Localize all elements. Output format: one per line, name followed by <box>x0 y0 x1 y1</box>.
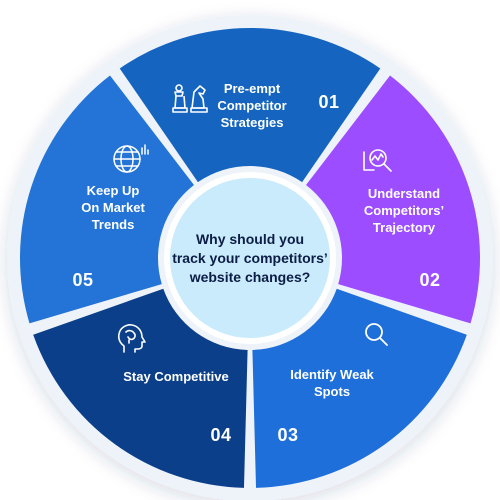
globe-chart-icon <box>112 142 150 176</box>
chess-pieces-icon <box>170 82 210 116</box>
segment-02-label: Understand Competitors’ Trajectory <box>363 186 445 235</box>
segment-04-label: Stay Competitive <box>123 369 229 384</box>
segment-04 <box>33 288 248 488</box>
center-question: Why should you track your competitors’ w… <box>172 231 328 285</box>
segment-01-number: 01 <box>318 92 340 112</box>
segment-05-label: Keep Up On Market Trends <box>81 183 145 232</box>
segment-01 <box>119 27 381 183</box>
segment-04-number: 04 <box>210 425 232 445</box>
segment-05 <box>19 75 194 324</box>
segment-05-number: 05 <box>72 270 94 290</box>
center-circle <box>170 178 330 338</box>
segment-02 <box>306 75 480 324</box>
segment-03 <box>252 288 467 488</box>
magnifier-icon <box>362 320 390 348</box>
segment-01-label: Pre-empt Competitor Strategies <box>217 81 287 130</box>
segment-03-number: 03 <box>277 425 299 445</box>
trend-magnifier-icon <box>360 146 394 176</box>
brain-head-icon <box>114 322 148 356</box>
segment-03-label: Identify Weak Spots <box>290 367 374 399</box>
segment-02-number: 02 <box>419 270 441 290</box>
